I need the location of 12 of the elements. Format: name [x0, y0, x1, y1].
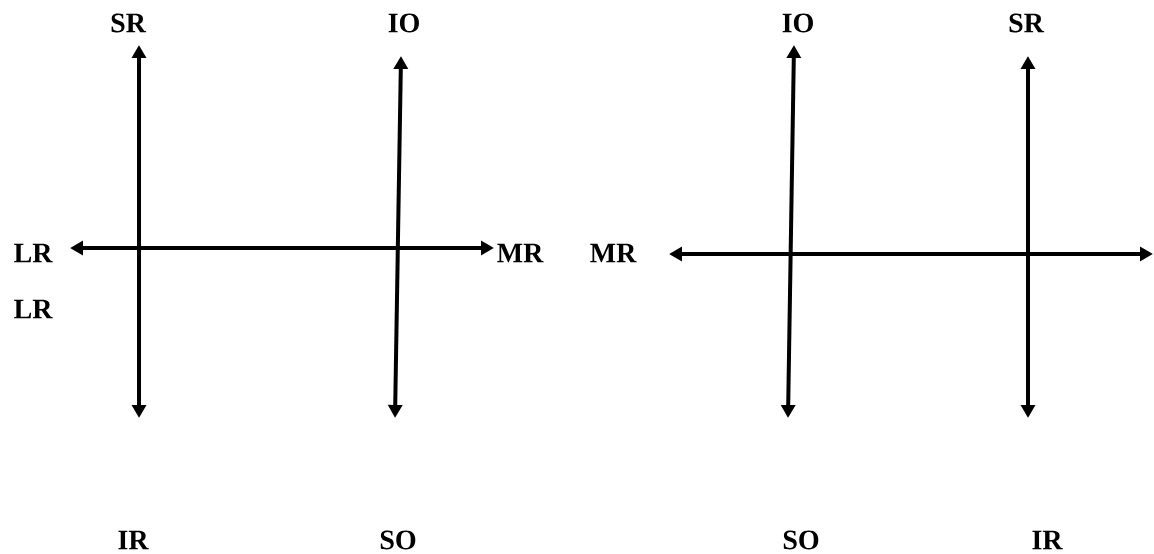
axis-label: SO	[380, 530, 416, 550]
axis-label: MR	[590, 243, 637, 263]
axis-label: IO	[388, 13, 419, 33]
axis-label: LR	[14, 243, 53, 263]
axis-label: MR	[497, 243, 544, 263]
axis-label: SR	[1009, 13, 1045, 33]
axis-label: IR	[1032, 530, 1063, 550]
axis-label: SO	[783, 530, 819, 550]
axis-label: SR	[111, 13, 147, 33]
axis-label: IR	[118, 530, 149, 550]
axis-label: IO	[782, 13, 813, 33]
axis-label: LR	[14, 299, 53, 319]
